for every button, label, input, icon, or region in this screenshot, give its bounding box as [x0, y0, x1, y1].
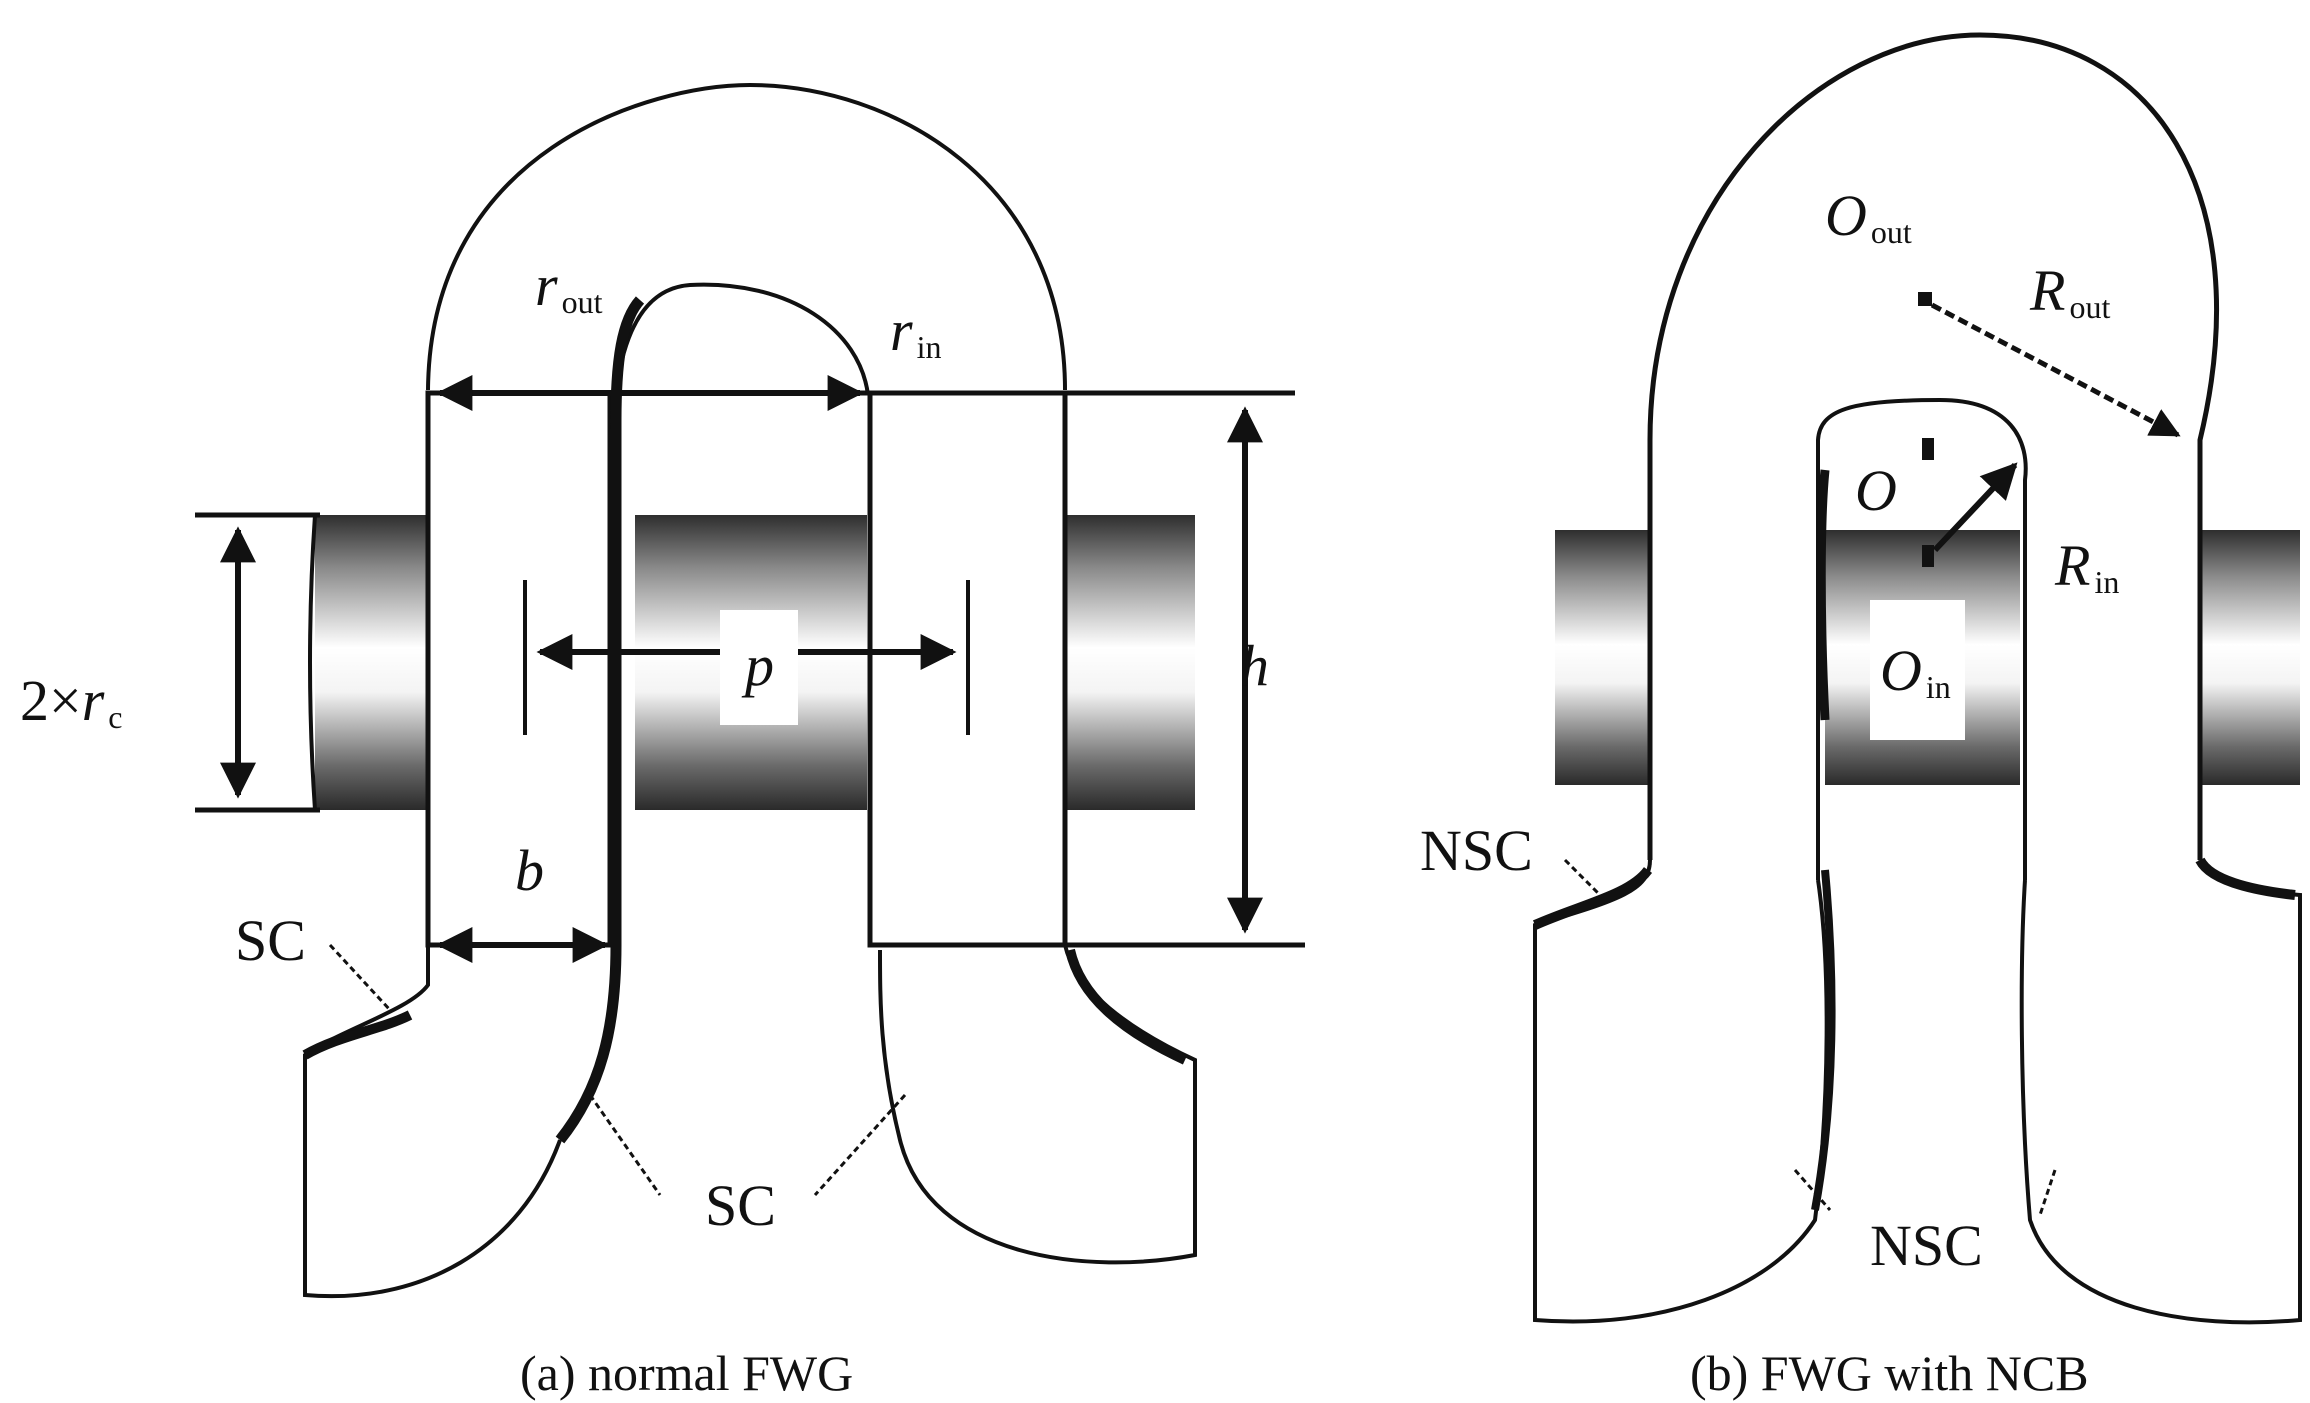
caption-a: (a) normal FWG	[520, 1345, 853, 1401]
outer-coil-loop	[426, 82, 1067, 391]
O-label: O	[1855, 458, 1897, 523]
rod-right-b	[2200, 530, 2300, 785]
nsc-left-label: NSC	[1420, 818, 1533, 883]
sc-bottom-label: SC	[705, 1173, 776, 1238]
lead-right-b	[2019, 859, 2302, 1325]
R-in-arrow	[1932, 462, 2018, 553]
rod-left	[315, 515, 427, 810]
outer-coil-loop-b	[1647, 32, 2219, 860]
nsc-bottom-label: NSC	[1870, 1213, 1983, 1278]
lead-left-b	[1533, 859, 1829, 1324]
p-label: p	[741, 633, 774, 698]
lead-left	[303, 945, 562, 1299]
short-circuit-line	[555, 296, 645, 1144]
b-label: b	[515, 838, 544, 903]
h-label: h	[1240, 633, 1269, 698]
rod-left-b	[1555, 530, 1650, 785]
inner-coil-loop-b	[1816, 397, 2028, 880]
R-out-arrow	[1930, 302, 2181, 438]
lead-right	[878, 944, 1197, 1265]
rod-right	[1065, 515, 1195, 810]
caption-b: (b) FWG with NCB	[1690, 1345, 2089, 1401]
sc-left-label: SC	[235, 908, 306, 973]
